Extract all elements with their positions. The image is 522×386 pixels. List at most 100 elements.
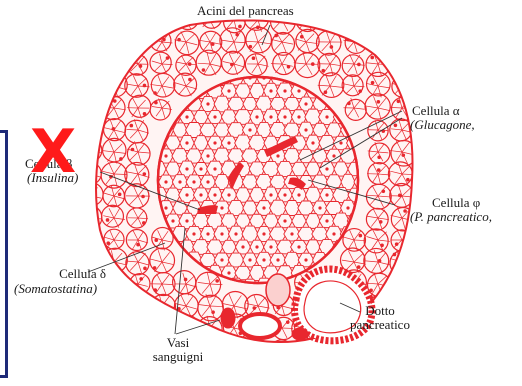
islet-cell — [306, 214, 320, 229]
acinus — [80, 75, 102, 96]
cell-nucleus — [199, 193, 202, 196]
islet-cell — [243, 97, 257, 110]
duct-label-line1: Dotto — [355, 304, 405, 318]
islet-cell — [235, 110, 252, 125]
islet-cell — [270, 200, 287, 216]
cell-nucleus — [192, 180, 195, 183]
cell-nucleus — [283, 193, 286, 196]
islet-cell — [264, 214, 279, 228]
islet-cell — [306, 240, 320, 254]
cell-nucleus — [248, 128, 251, 131]
cell-nucleus — [171, 219, 174, 222]
cell-nucleus — [262, 206, 265, 209]
cell-nucleus — [283, 89, 286, 92]
cell-nucleus — [325, 193, 328, 196]
islet-cell — [242, 149, 259, 163]
cell-nucleus — [248, 258, 251, 261]
islet-cell — [194, 110, 208, 123]
cell-nucleus — [304, 102, 307, 105]
acinus — [102, 294, 127, 320]
cell-nucleus — [297, 89, 300, 92]
islet-cell — [235, 84, 250, 98]
cell-nucleus — [220, 258, 223, 261]
acinus — [76, 116, 102, 141]
cell-nucleus — [269, 89, 272, 92]
islet-cell — [228, 200, 244, 215]
cell-nucleus — [164, 206, 167, 209]
cell-nucleus — [269, 115, 272, 118]
acinus — [150, 7, 175, 32]
alpha-cell-label: Cellula α — [412, 104, 460, 118]
cell-nucleus — [185, 193, 188, 196]
islet-cell — [326, 201, 343, 214]
cell-nucleus — [227, 271, 230, 274]
cell-nucleus — [297, 193, 300, 196]
slide-frame-edge — [0, 130, 8, 378]
acinus — [390, 30, 415, 54]
cell-nucleus — [220, 232, 223, 235]
cell-nucleus — [325, 115, 328, 118]
islet-cell — [166, 162, 180, 176]
islet-cell — [249, 135, 266, 150]
islet-cell — [298, 149, 313, 162]
cell-nucleus — [276, 154, 279, 157]
delta-cell-hormone: (Somatostatina) — [14, 282, 97, 296]
acinus — [271, 340, 293, 361]
cell-nucleus — [325, 219, 328, 222]
acinus — [320, 8, 340, 29]
islet-cell — [313, 149, 328, 163]
cell-nucleus — [318, 206, 321, 209]
acinus — [80, 230, 101, 250]
cell-nucleus — [311, 141, 314, 144]
islet-cell — [194, 136, 208, 151]
cell-nucleus — [213, 167, 216, 170]
cell-nucleus — [206, 102, 209, 105]
cell-nucleus — [164, 180, 167, 183]
cell-nucleus — [199, 167, 202, 170]
acinus — [128, 9, 151, 31]
islet-cell — [285, 200, 300, 215]
islet-cell — [250, 188, 264, 203]
cell-nucleus — [325, 167, 328, 170]
acinus — [78, 293, 103, 317]
islet-cell — [207, 240, 223, 254]
islet-cell — [284, 123, 300, 137]
cell-nucleus — [213, 141, 216, 144]
acinus — [101, 7, 126, 32]
alpha-cell-hormone: (Glucagone, — [410, 118, 475, 132]
islet-cell — [222, 240, 236, 253]
cell-nucleus — [269, 193, 272, 196]
cell-nucleus — [255, 245, 258, 248]
acinus — [390, 275, 412, 295]
acinus — [78, 8, 102, 34]
islet-cell — [277, 161, 293, 176]
cell-nucleus — [283, 219, 286, 222]
islet-cell — [305, 187, 320, 203]
cell-nucleus — [227, 193, 230, 196]
cell-nucleus — [297, 115, 300, 118]
cell-nucleus — [185, 115, 188, 118]
cell-nucleus — [227, 141, 230, 144]
phi-cell-label: Cellula φ — [432, 196, 480, 210]
acinus — [390, 7, 415, 32]
acinus — [104, 31, 126, 52]
islet-cell — [292, 214, 307, 227]
islet-cell — [173, 123, 187, 137]
islet-cell — [242, 226, 258, 242]
cell-nucleus — [213, 115, 216, 118]
cell-nucleus — [227, 89, 230, 92]
acinus — [366, 29, 392, 53]
cell-nucleus — [206, 154, 209, 157]
islet-cell — [306, 162, 320, 176]
islet-cell — [228, 253, 244, 267]
cell-nucleus — [297, 245, 300, 248]
acinus — [104, 54, 126, 74]
cell-nucleus — [164, 154, 167, 157]
acinus — [125, 292, 150, 318]
cell-nucleus — [234, 232, 237, 235]
delta-cell-label: Cellula δ — [36, 267, 106, 281]
acinus — [78, 95, 101, 118]
cell-nucleus — [185, 219, 188, 222]
acinus — [80, 340, 102, 360]
